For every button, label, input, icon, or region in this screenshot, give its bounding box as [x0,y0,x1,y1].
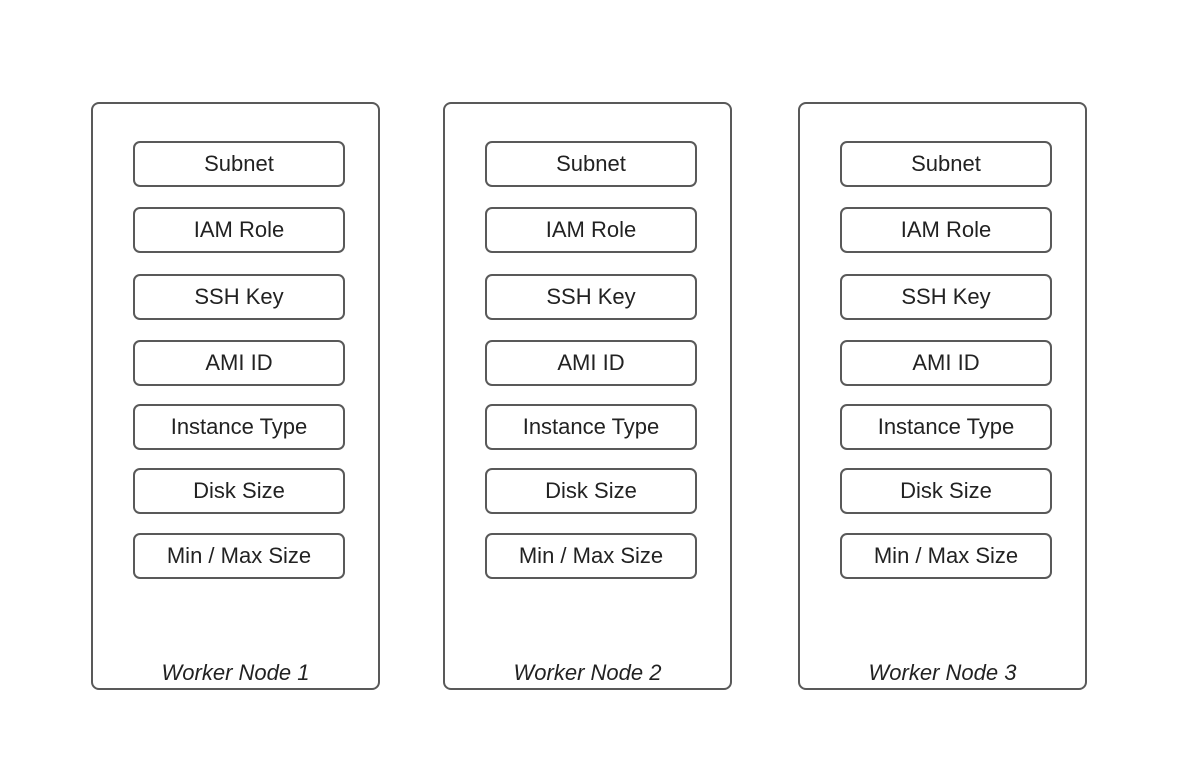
ami-id-box: AMI ID [485,340,697,386]
instance-type-box: Instance Type [485,404,697,450]
worker-node-2-label: Worker Node 2 [513,660,662,685]
min-max-size-box: Min / Max Size [840,533,1052,579]
iam-role-box: IAM Role [840,207,1052,253]
ssh-key-box: SSH Key [485,274,697,320]
ami-id-box: AMI ID [840,340,1052,386]
min-max-size-box: Min / Max Size [133,533,345,579]
instance-type-box: Instance Type [840,404,1052,450]
worker-node-2-box: Subnet IAM Role SSH Key AMI ID Instance … [443,102,732,690]
subnet-box: Subnet [133,141,345,187]
worker-node-3-box: Subnet IAM Role SSH Key AMI ID Instance … [798,102,1087,690]
ami-id-box: AMI ID [133,340,345,386]
ssh-key-box: SSH Key [133,274,345,320]
iam-role-box: IAM Role [133,207,345,253]
disk-size-box: Disk Size [133,468,345,514]
subnet-box: Subnet [485,141,697,187]
worker-node-1-box: Subnet IAM Role SSH Key AMI ID Instance … [91,102,380,690]
disk-size-box: Disk Size [485,468,697,514]
worker-node-1-label: Worker Node 1 [161,660,310,685]
disk-size-box: Disk Size [840,468,1052,514]
iam-role-box: IAM Role [485,207,697,253]
worker-node-3-label: Worker Node 3 [868,660,1017,685]
ssh-key-box: SSH Key [840,274,1052,320]
min-max-size-box: Min / Max Size [485,533,697,579]
instance-type-box: Instance Type [133,404,345,450]
subnet-box: Subnet [840,141,1052,187]
